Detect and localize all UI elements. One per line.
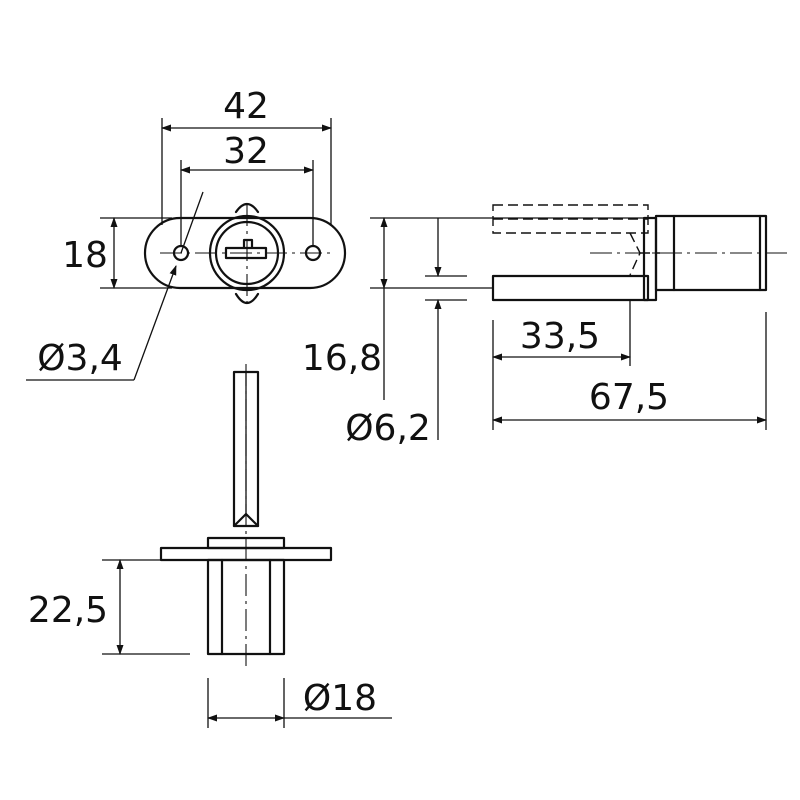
bottom-view: 22,5 Ø18 [28, 364, 392, 728]
side-solid-pin [491, 274, 650, 302]
dim-label-flange-height: 18 [62, 235, 108, 276]
key-slot-icon [224, 238, 268, 260]
dim-label-shaft-diameter: Ø6,2 [345, 408, 431, 449]
hole-leader-upper [180, 191, 204, 254]
dim-label-shaft-offset: 16,8 [302, 338, 382, 379]
side-view: 16,8 Ø6,2 33,5 67,5 [302, 204, 790, 449]
hole-leader-lower [133, 265, 177, 381]
dim-label-overall-length: 67,5 [589, 377, 669, 418]
front-flange-outline [143, 216, 347, 290]
dim-label-cylinder-length: 33,5 [520, 316, 600, 357]
dim-label-cylinder-diameter: Ø18 [303, 678, 377, 719]
side-body [642, 216, 658, 302]
front-view: 42 32 18 Ø3,4 [26, 86, 347, 381]
dim-label-flange-width: 42 [223, 86, 269, 127]
dim-label-cylinder-depth: 22,5 [28, 590, 108, 631]
dim-label-hole-spacing: 32 [223, 131, 269, 172]
dim-label-hole-diameter: Ø3,4 [37, 338, 123, 379]
